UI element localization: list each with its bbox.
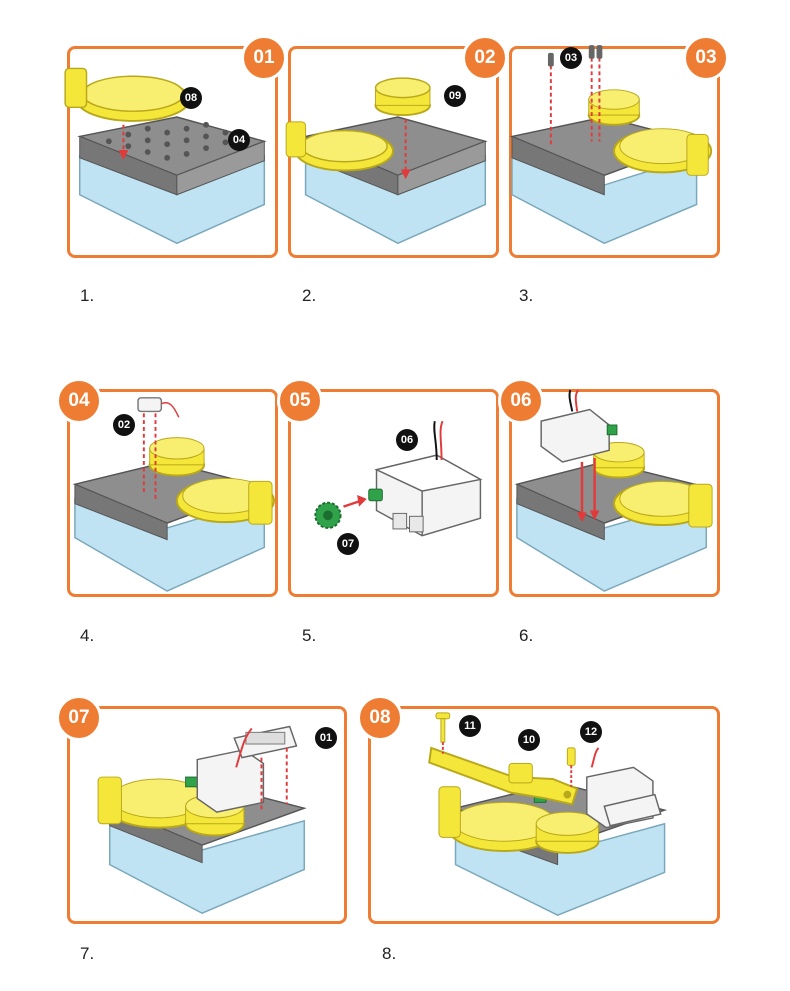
part-tag: 01 <box>315 727 337 749</box>
step-6-illustration <box>514 389 713 592</box>
step-number: 5. <box>302 626 317 645</box>
step-panel-5: 06 07 05 <box>277 378 499 597</box>
step-badge: 08 <box>357 695 403 741</box>
step-badge: 01 <box>241 35 287 81</box>
step-number: 3. <box>519 286 534 305</box>
step-3-illustration <box>509 45 713 245</box>
step-badge: 07 <box>56 695 102 741</box>
step-number: 2. <box>302 286 317 305</box>
base-box <box>77 116 267 245</box>
drive-shaft <box>368 488 383 502</box>
part-tag: 06 <box>396 429 418 451</box>
step-number: 7. <box>80 944 95 963</box>
step-number: 6. <box>519 626 534 645</box>
part-tag: 10 <box>518 729 540 751</box>
step-number: 8. <box>382 944 397 963</box>
step-5-illustration <box>314 420 483 537</box>
step-badge: 05 <box>277 378 323 424</box>
large-gear <box>64 67 191 122</box>
small-green-gear <box>314 501 342 529</box>
peg-grid <box>105 121 248 161</box>
step-7-illustration <box>97 725 307 915</box>
step-badge: 02 <box>462 35 508 81</box>
step-4-illustration <box>72 397 275 592</box>
step-panel-8: 11 10 12 08 <box>357 695 720 924</box>
part-tag: 09 <box>444 85 466 107</box>
step-8-illustration <box>428 712 668 916</box>
part-tag: 08 <box>180 87 202 109</box>
step-number: 1. <box>80 286 95 305</box>
step-1-illustration <box>64 67 267 245</box>
part-tag: 04 <box>228 129 250 151</box>
motor <box>374 420 483 537</box>
step-badge: 06 <box>498 378 544 424</box>
arrow <box>343 494 367 508</box>
step-badge: 03 <box>683 35 729 81</box>
step-number: 4. <box>80 626 95 645</box>
step-panel-7: 01 07 <box>56 695 347 924</box>
lever-arm <box>428 746 579 806</box>
part-tag: 11 <box>459 715 481 737</box>
step-panel-1: 08 04 01 <box>64 35 287 258</box>
part-tag: 02 <box>113 414 135 436</box>
step-2-illustration <box>285 77 488 245</box>
part-tag: 12 <box>580 721 602 743</box>
step-panel-4: 02 04 <box>56 378 278 597</box>
part-tag: 07 <box>337 533 359 555</box>
step-badge: 04 <box>56 378 102 424</box>
part-tag: 03 <box>560 47 582 69</box>
step-panel-2: 09 02 <box>285 35 508 258</box>
step-panel-6: 06 <box>498 378 720 597</box>
step-panel-3: 03 03 <box>509 35 729 258</box>
